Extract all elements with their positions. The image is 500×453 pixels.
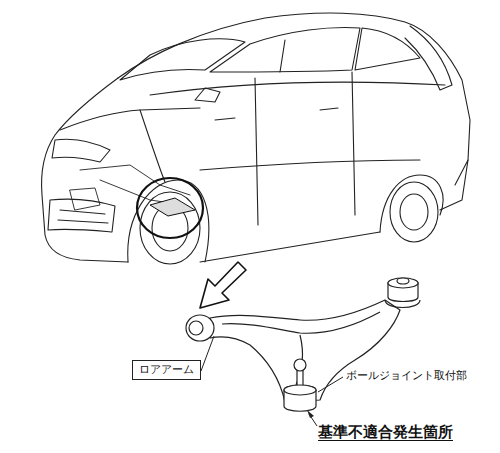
box-text: ロアアーム <box>139 363 194 377</box>
arm-in-car <box>150 198 195 216</box>
highlight-circle <box>137 178 203 238</box>
car-body <box>42 13 470 264</box>
leader-arrowhead <box>307 410 314 418</box>
part-label: ボールジョイント取付部 <box>346 369 467 383</box>
leader-lines <box>201 336 343 426</box>
zoom-arrow <box>200 262 246 308</box>
nonconformity-label: 基準不適合発生箇所 <box>318 423 453 442</box>
label-box: ロアアーム <box>132 360 201 380</box>
lower-arm <box>186 278 420 411</box>
